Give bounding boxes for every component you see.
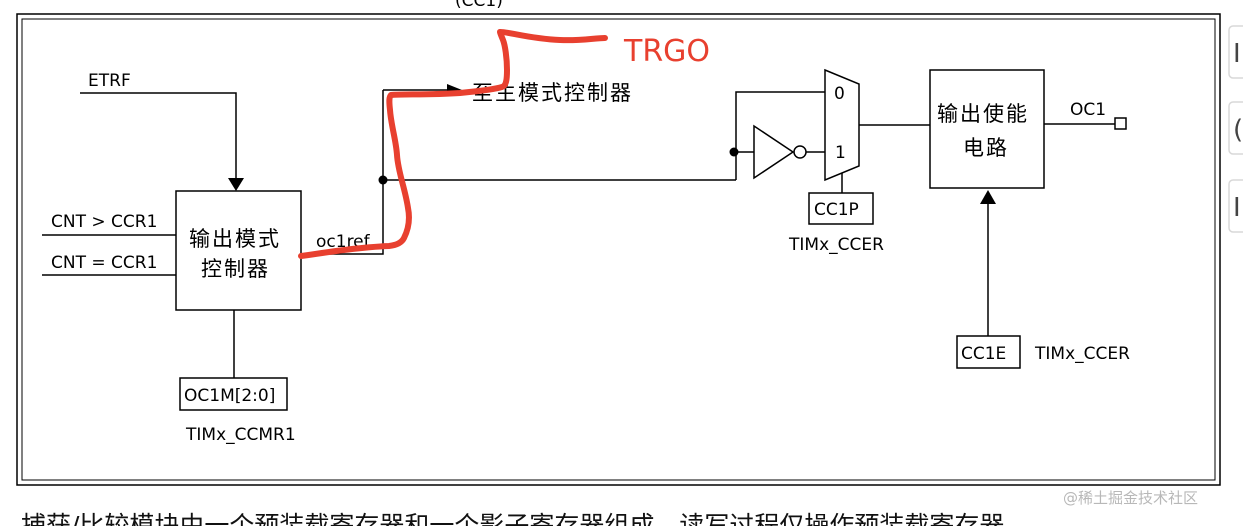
cnt-gt-ccr1-label: CNT > CCR1 [51, 212, 157, 232]
trgo-annotation-label: TRGO [623, 34, 710, 69]
output-enable-circuit-line2: 电路 [963, 136, 1009, 160]
inverter-triangle [753, 124, 795, 180]
header-partial: (CC1) [455, 0, 503, 11]
mux-input1-label: 1 [835, 143, 846, 163]
multiplexer [824, 68, 860, 182]
timx-ccer-bottom-label: TIMx_CCER [1034, 344, 1130, 364]
output-mode-controller-block [175, 190, 302, 311]
output-mode-controller-line1: 输出模式 [189, 227, 281, 251]
cnt-eq-ccr1-label: CNT = CCR1 [51, 253, 157, 273]
cc1e-register-label: CC1E [961, 344, 1006, 364]
etrf-arrowhead [228, 178, 244, 191]
cc1p-register-label: CC1P [814, 200, 859, 220]
side-toolbar: I ( I [1228, 25, 1243, 233]
caption-text: 捕获/比较模块由一个预装载寄存器和一个影子寄存器组成，读写过程仅操作预装载寄存器… [21, 511, 1029, 526]
side-icon-2-glyph: ( [1233, 115, 1243, 145]
output-mode-controller-line2: 控制器 [201, 257, 270, 281]
side-icon-3[interactable] [1228, 179, 1243, 233]
oc1-label: OC1 [1070, 100, 1106, 120]
to-master-mode-label: 至主模式控制器 [472, 81, 633, 105]
cc1p-register-box [808, 192, 874, 225]
trgo-annotation-stroke [298, 28, 608, 259]
side-icon-3-glyph: I [1233, 193, 1241, 223]
timx-ccer-top-label: TIMx_CCER [788, 235, 884, 255]
cc1e-arrowhead [980, 190, 996, 204]
side-icon-1[interactable] [1228, 25, 1243, 79]
oc1ref-wire [301, 90, 384, 255]
mux-input0-wire [735, 91, 825, 180]
etrf-label: ETRF [88, 71, 131, 91]
mux-input0-label: 0 [834, 84, 845, 104]
oc1-pin [1114, 117, 1127, 130]
inverter-bubble [793, 145, 807, 159]
side-icon-1-glyph: I [1233, 39, 1241, 69]
oc1m-register-label: OC1M[2:0] [184, 386, 275, 406]
watermark: @稀土掘金技术社区 [1063, 489, 1198, 507]
etrf-wire [80, 92, 237, 182]
output-enable-circuit-line1: 输出使能 [937, 102, 1029, 126]
cc1e-register-box [956, 335, 1021, 369]
side-icon-2[interactable] [1228, 101, 1243, 155]
output-enable-circuit-block [929, 69, 1045, 189]
timx-ccmr1-label: TIMx_CCMR1 [185, 425, 296, 445]
oc1m-register-box [179, 377, 288, 411]
diagram-frame-outer [16, 13, 1221, 486]
diagram-frame-inner [21, 18, 1216, 481]
